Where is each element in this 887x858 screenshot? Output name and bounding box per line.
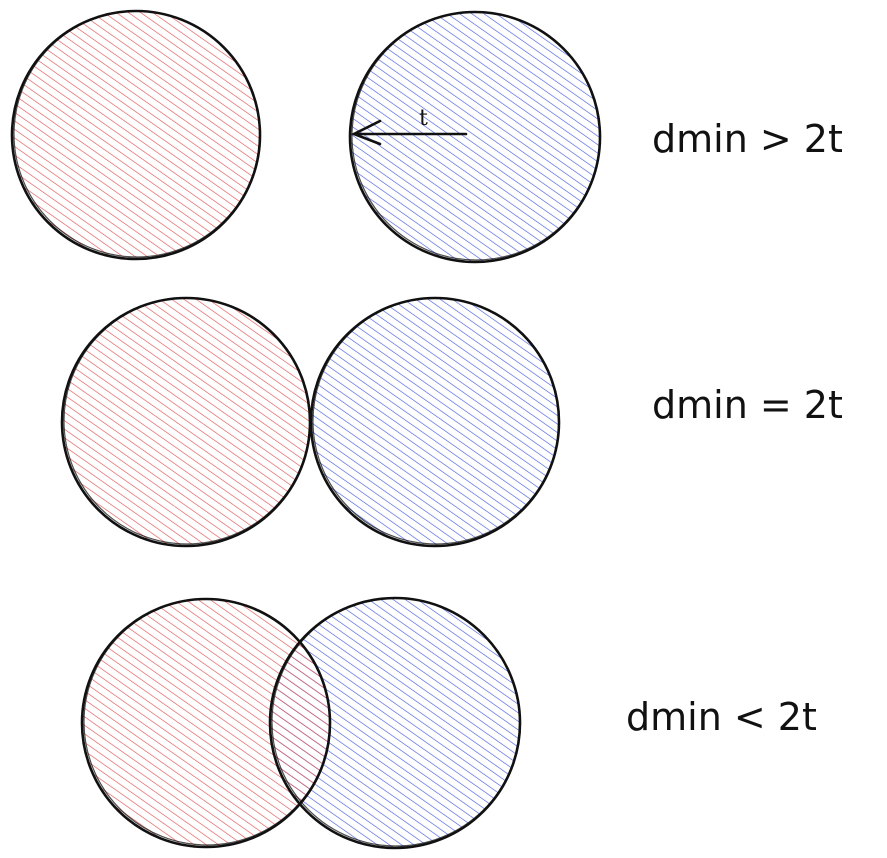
red-circle-sketch bbox=[13, 10, 261, 258]
red-circle-fill bbox=[12, 11, 260, 259]
blue-circle-sketch bbox=[271, 597, 521, 847]
blue-circle-fill bbox=[350, 12, 600, 262]
row-separated: t dmin > 2t bbox=[10, 9, 843, 264]
red-circle-sketch bbox=[83, 598, 331, 846]
blue-circle-sketch bbox=[351, 11, 601, 261]
row-overlapping: dmin < 2t bbox=[80, 596, 817, 850]
blue-circle-fill bbox=[270, 598, 520, 848]
blue-circle-fill bbox=[311, 298, 559, 546]
condition-label-greater: dmin > 2t bbox=[652, 117, 843, 161]
blue-circle-sketch bbox=[312, 297, 560, 545]
row-touching: dmin = 2t bbox=[60, 296, 843, 548]
condition-label-equal: dmin = 2t bbox=[652, 383, 843, 427]
radius-arrow-icon bbox=[350, 119, 468, 146]
red-circle-fill bbox=[82, 599, 330, 847]
condition-label-less: dmin < 2t bbox=[626, 695, 817, 739]
red-circle-fill bbox=[62, 298, 310, 546]
radius-label: t bbox=[419, 106, 428, 131]
